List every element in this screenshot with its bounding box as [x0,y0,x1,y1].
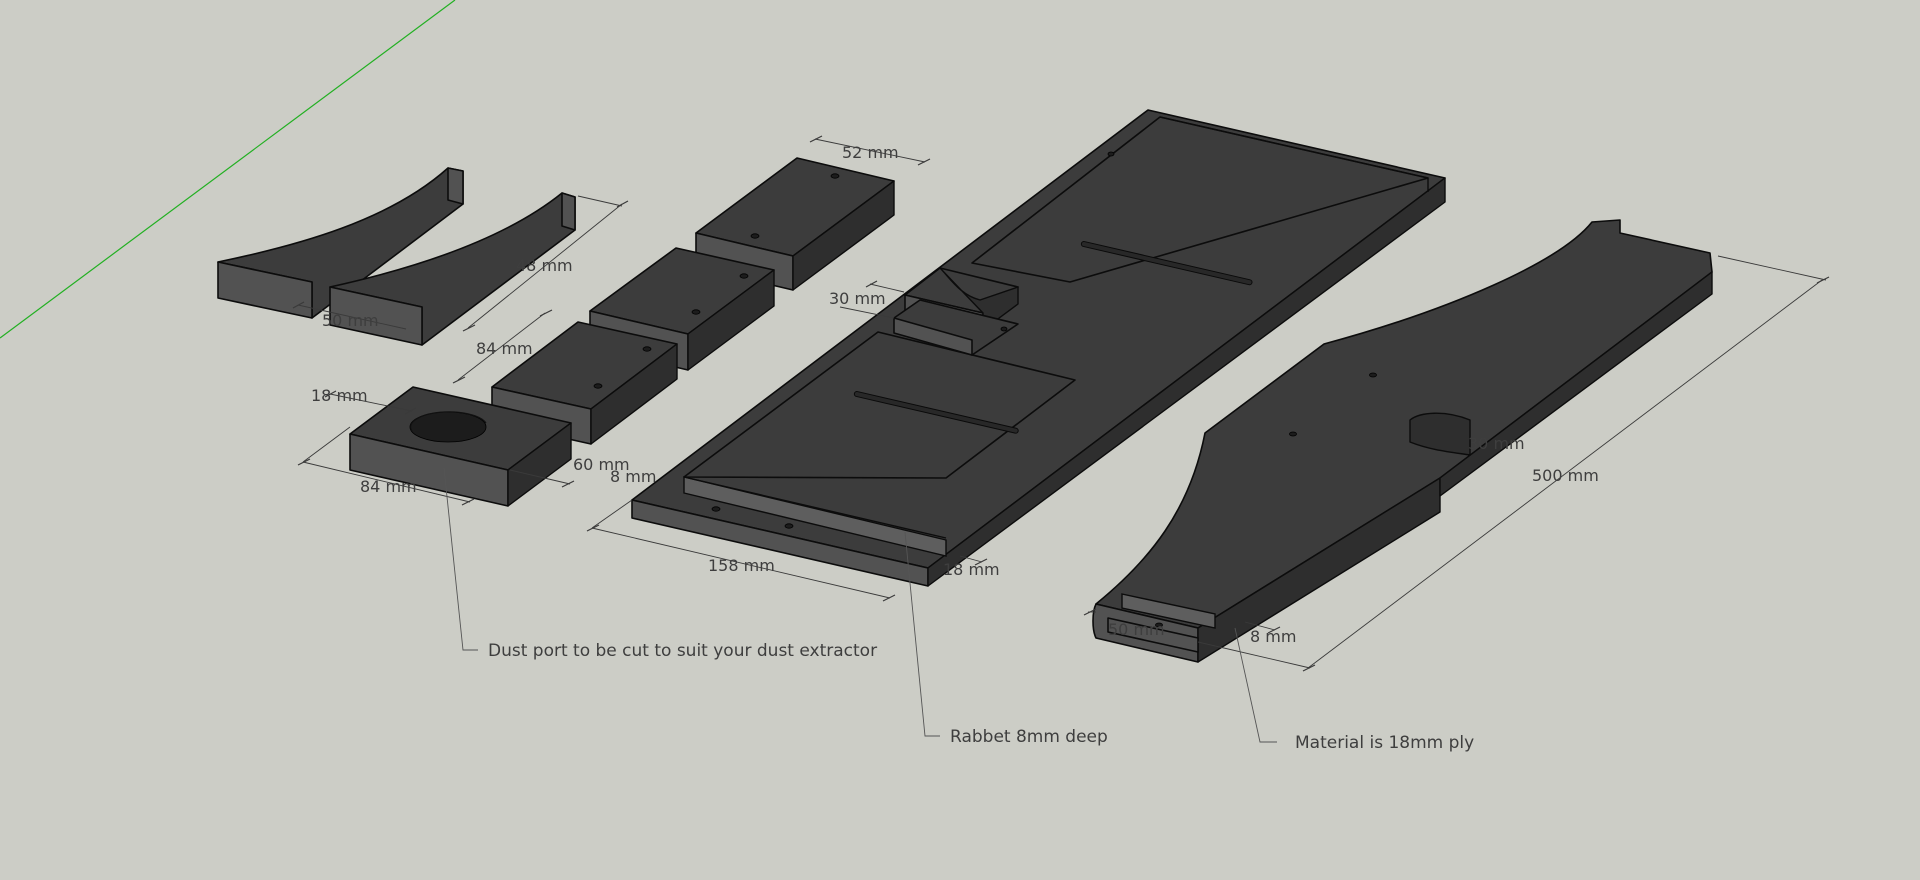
dim-label-52: 52 mm [842,143,899,162]
curved-arm-part-1[interactable] [217,167,464,319]
dim-label-158: 158 mm [708,556,775,575]
dim-label-84-lower: 84 mm [360,477,417,496]
slot-lower [853,390,1019,434]
dim-label-50-right: 50 mm [1108,620,1165,639]
dim-label-30: 30 mm [829,289,886,308]
dim-label-500: 500 mm [1532,466,1599,485]
dim-label-8-left: 8 mm [610,467,656,486]
note-material: Material is 18mm ply [1295,733,1474,753]
dim-label-48: 48 mm [516,256,573,275]
note-dust-port: Dust port to be cut to suit your dust ex… [488,641,877,661]
dimension-lines [292,135,1830,672]
green-axis-line [0,0,456,339]
leader-lines [443,467,1277,743]
dim-label-50: 50 mm [322,311,379,330]
dust-port-block-part[interactable] [349,386,572,507]
curved-arm-part-2[interactable] [329,192,576,346]
dim-label-60: 60 mm [573,455,630,474]
dim-label-8-right: 8 mm [1250,627,1296,646]
base-plate-part[interactable] [631,109,1446,587]
dim-label-84-upper: 84 mm [476,339,533,358]
note-rabbet: Rabbet 8mm deep [950,727,1108,747]
long-curved-arm-part[interactable] [1092,219,1713,663]
slot-upper [1080,240,1253,286]
dim-label-30-right: 30 mm [1468,434,1525,453]
dim-label-18: 18 mm [311,386,368,405]
dim-label-18-mid: 18 mm [943,560,1000,579]
